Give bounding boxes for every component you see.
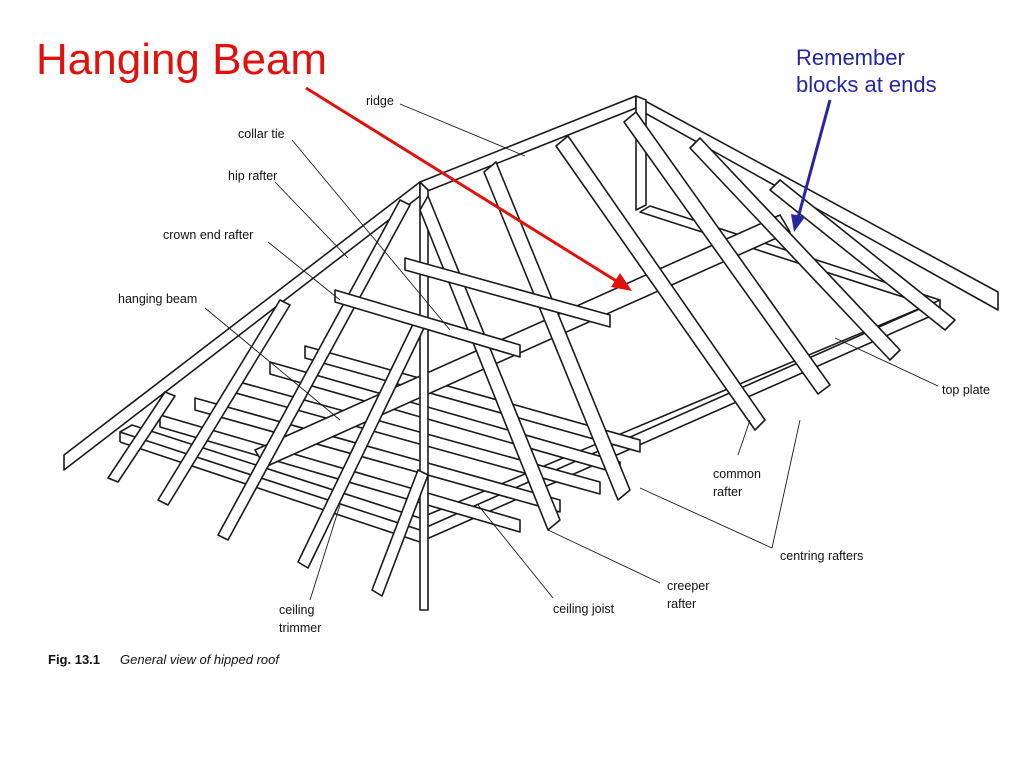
label-ceiling-trimmer: ceiling (279, 603, 314, 617)
component-labels: ridge collar tie hip rafter crown end ra… (118, 94, 990, 635)
label-collar-tie: collar tie (238, 127, 285, 141)
figure-caption-text: General view of hipped roof (120, 652, 280, 667)
label-common-rafter: rafter (713, 485, 742, 499)
label-crown-end-rafter: crown end rafter (163, 228, 253, 242)
slide-title: Hanging Beam (36, 35, 328, 84)
figure-number: Fig. 13.1 (48, 652, 100, 667)
reminder-note-line: blocks at ends (796, 72, 937, 97)
leader-lines (204, 103, 939, 601)
label-centring-rafters: centring rafters (780, 549, 863, 563)
label-hip-rafter: hip rafter (228, 169, 277, 183)
label-common-rafter: common (713, 467, 761, 481)
label-ridge: ridge (366, 94, 394, 108)
reminder-note-line: Remember (796, 45, 905, 70)
reminder-arrow (791, 99, 832, 232)
figure-caption: Fig. 13.1 General view of hipped roof (48, 652, 280, 667)
label-ceiling-joist: ceiling joist (553, 602, 615, 616)
label-ceiling-trimmer: trimmer (279, 621, 321, 635)
title-arrow (305, 86, 632, 291)
common-rafters (419, 111, 956, 531)
collar-ties (334, 257, 611, 358)
label-creeper-rafter: creeper (667, 579, 709, 593)
label-hanging-beam: hanging beam (118, 292, 197, 306)
reminder-note: Remember blocks at ends (796, 44, 996, 98)
label-top-plate: top plate (942, 383, 990, 397)
ridge-beam (419, 95, 999, 311)
hip-rafters (63, 95, 647, 611)
label-creeper-rafter: rafter (667, 597, 696, 611)
